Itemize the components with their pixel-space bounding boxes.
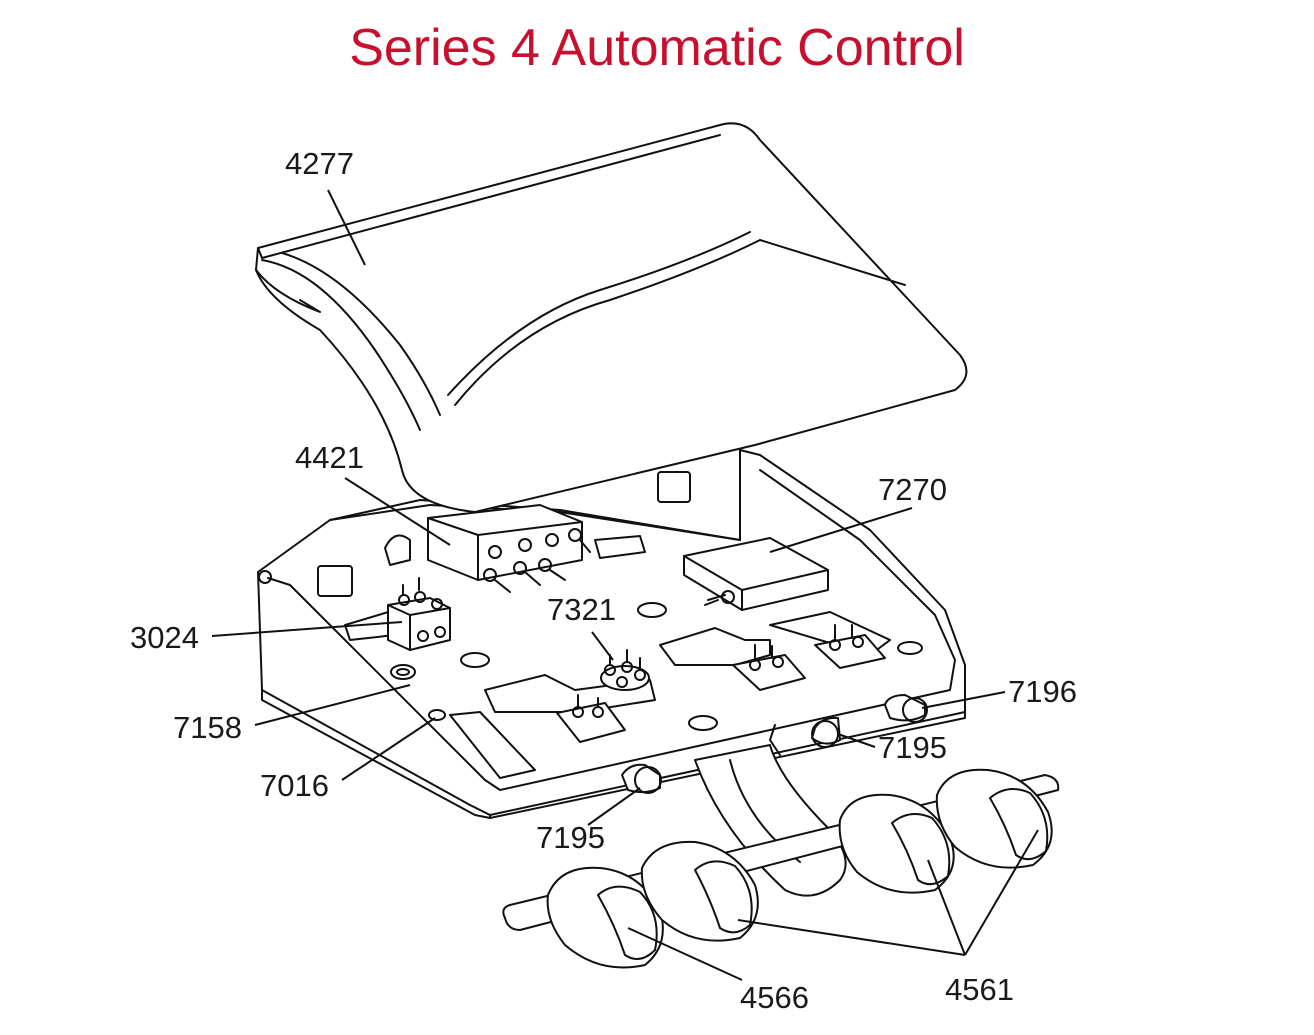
label-pedals: 4561	[945, 972, 1014, 1007]
manifold-block	[427, 504, 591, 593]
valve-block-left	[387, 577, 451, 651]
cover	[255, 122, 968, 513]
pedal-assembly	[502, 744, 1060, 969]
rubber-feet	[621, 694, 928, 794]
diagram-title: Series 4 Automatic Control	[349, 19, 965, 77]
label-manifold: 4421	[295, 440, 364, 475]
control-module	[683, 537, 829, 611]
label-mount-hole: 7016	[260, 768, 329, 803]
tray-valves	[556, 624, 886, 743]
label-foot-front: 7195	[536, 820, 605, 855]
label-pedal-left: 4566	[740, 980, 809, 1015]
base-housing	[257, 449, 966, 819]
leader-lines	[211, 189, 1039, 981]
label-foot-center: 7195	[878, 730, 947, 765]
label-cover: 4277	[285, 146, 354, 181]
label-fitting: 7158	[173, 710, 242, 745]
center-valve	[600, 649, 650, 691]
part-labels: 4277 4421 7270 3024 7321 7158 7016 7196 …	[130, 146, 1077, 1015]
label-module: 7270	[878, 472, 947, 507]
label-foot-right: 7196	[1008, 674, 1077, 709]
label-valve-left: 3024	[130, 620, 199, 655]
label-center-valve: 7321	[547, 592, 616, 627]
